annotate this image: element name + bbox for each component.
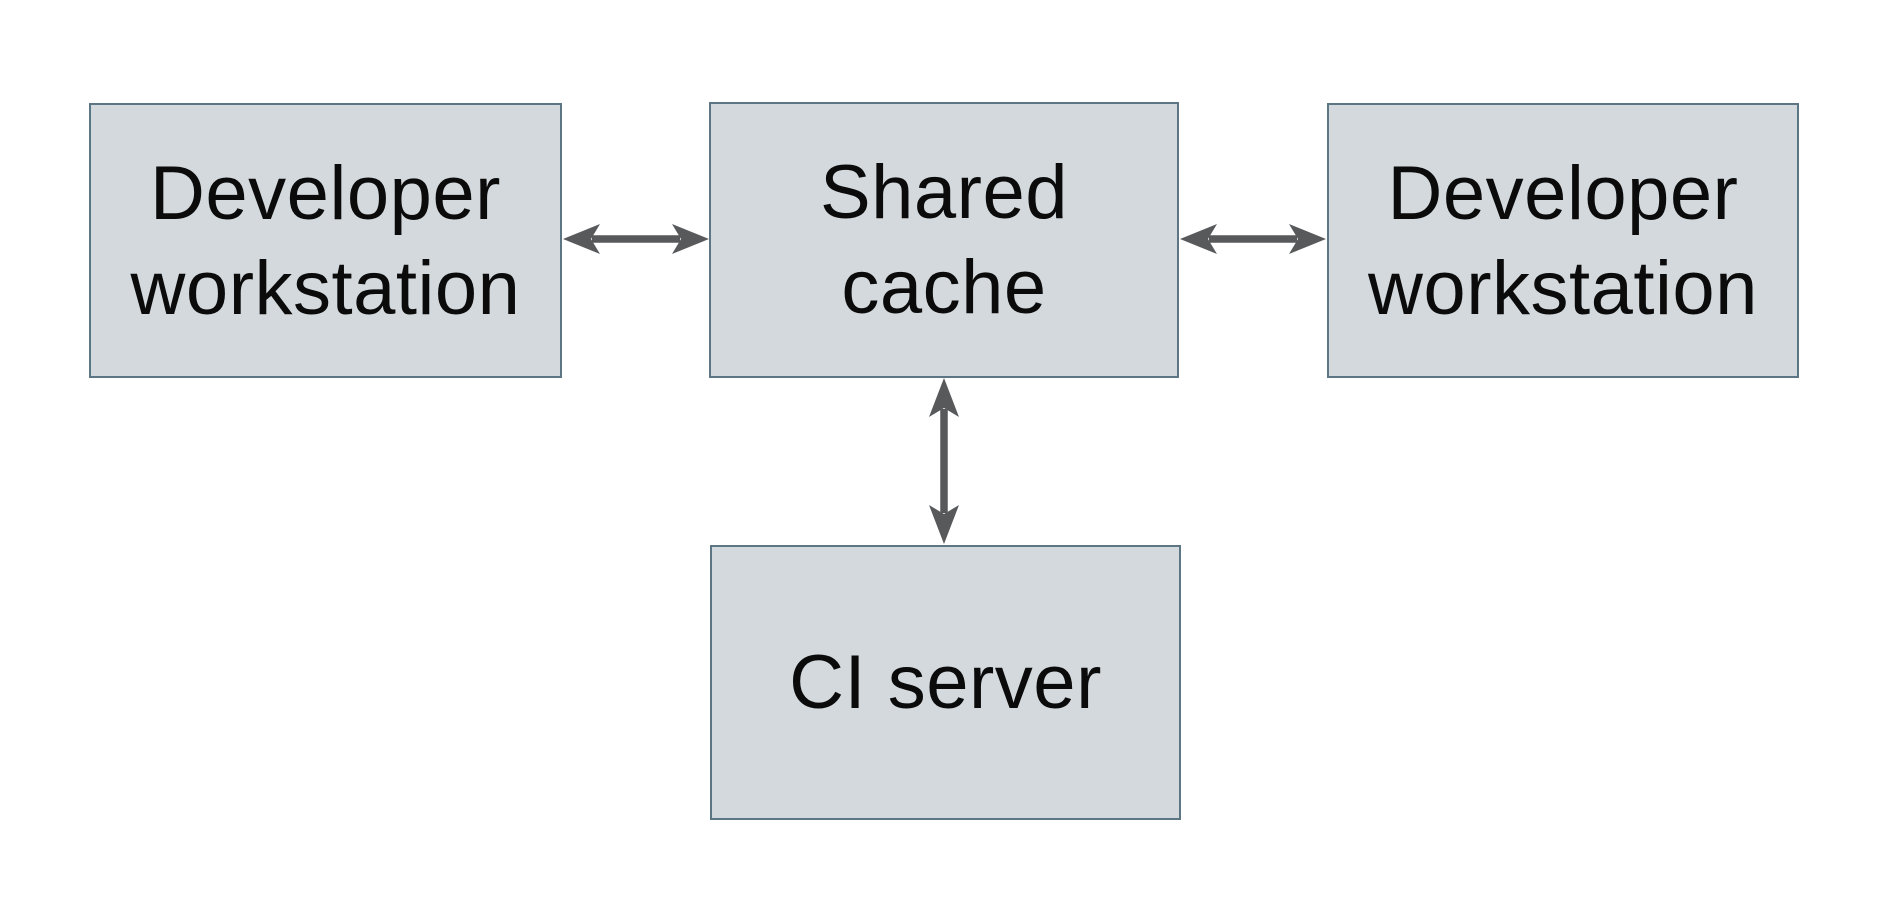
- arrowhead-top: [929, 378, 959, 417]
- bidirectional-arrow-cache-ci-server-icon: [929, 378, 959, 544]
- node-shared-cache: Shared cache: [709, 102, 1179, 378]
- node-developer-workstation-right: Developer workstation: [1327, 103, 1799, 378]
- arrowhead-right: [672, 224, 709, 254]
- node-label-line: workstation: [1368, 245, 1758, 331]
- node-label-line: workstation: [130, 245, 521, 331]
- arrowhead-left: [563, 224, 600, 254]
- node-label-line: CI server: [789, 640, 1102, 725]
- node-developer-workstation-left: Developer workstation: [89, 103, 562, 378]
- arrowhead-right: [1289, 224, 1326, 254]
- bidirectional-arrow-left-workstation-cache-icon: [563, 224, 709, 254]
- bidirectional-arrow-cache-right-workstation-icon: [1180, 224, 1326, 254]
- node-label-line: Developer: [150, 150, 501, 236]
- arrowhead-left: [1180, 224, 1217, 254]
- node-label-line: cache: [841, 245, 1047, 330]
- node-label-line: Shared: [819, 150, 1069, 235]
- node-label-line: Developer: [1387, 150, 1739, 236]
- arrowhead-bottom: [929, 505, 959, 544]
- node-ci-server: CI server: [710, 545, 1181, 820]
